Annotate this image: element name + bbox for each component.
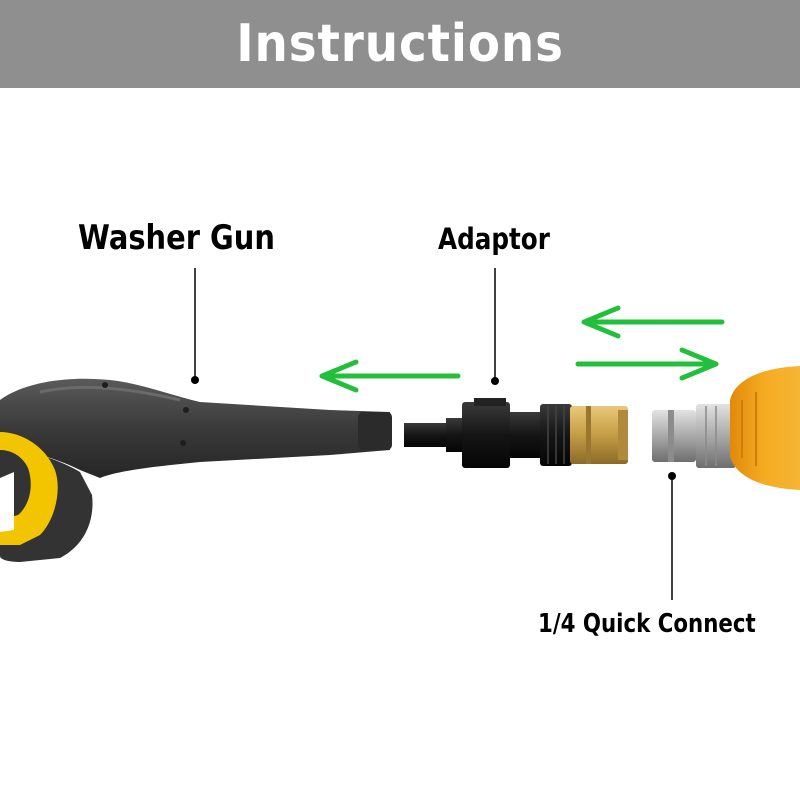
label-adaptor: Adaptor (438, 222, 550, 256)
leader-lines (191, 268, 676, 600)
gun-nozzle-tip (358, 412, 392, 450)
quick-connect-plug-illustration (652, 404, 736, 468)
label-quick-connect: 1/4 Quick Connect (538, 609, 756, 639)
washer-gun-illustration (0, 378, 392, 562)
title-banner: Instructions (0, 0, 800, 88)
arrow-right-icon (575, 347, 719, 381)
adaptor-body (462, 402, 510, 468)
gun-body (0, 378, 390, 478)
arrow-left-icon (581, 305, 725, 339)
adaptor-illustration (404, 398, 628, 468)
gun-trigger-grip (0, 432, 58, 545)
arrow-left-icon (319, 359, 461, 393)
nozzle-tip-illustration (730, 366, 800, 490)
adaptor-inlet-pipe (404, 423, 454, 447)
brass-coupler (570, 406, 628, 464)
label-washer-gun: Washer Gun (78, 218, 275, 258)
orange-nozzle (730, 366, 800, 490)
page-title: Instructions (236, 14, 564, 74)
